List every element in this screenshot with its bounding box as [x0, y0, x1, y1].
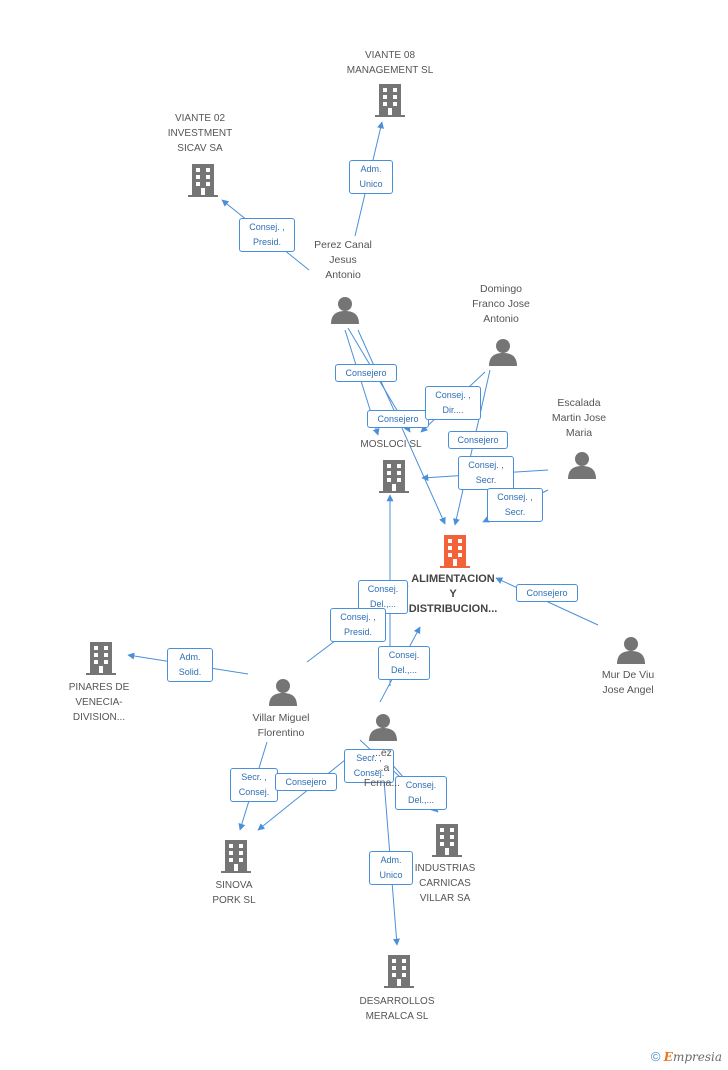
person-icon[interactable]	[331, 297, 359, 324]
person-icon[interactable]	[489, 339, 517, 366]
node-label-industrias[interactable]: INDUSTRIAS CARNICAS VILLAR SA	[414, 863, 476, 904]
node-label-escalada[interactable]: Escalada Martin Jose Maria	[551, 397, 607, 439]
edge-label[interactable]: Consej. Del.,...	[378, 646, 430, 680]
edge-label[interactable]: Consej. , Secr.	[487, 488, 543, 522]
edge-label[interactable]: Consej. Del.,...	[395, 776, 447, 810]
node-label-perez[interactable]: Perez Canal Jesus Antonio	[314, 239, 372, 281]
edge-label[interactable]: Consej. , Dir....	[425, 386, 481, 420]
edge-label[interactable]: Secr. , Consej.	[344, 749, 394, 783]
edge-label[interactable]: Consej. , Presid.	[239, 218, 295, 252]
company-icon[interactable]	[375, 84, 405, 117]
focus-company-icon[interactable]	[440, 535, 470, 568]
node-label-murdeviu[interactable]: Mur De Viu Jose Angel	[601, 669, 655, 696]
node-label-fernandez[interactable]: ...ez ...a Ferna...	[363, 747, 401, 789]
edge-label[interactable]: Consej. , Presid.	[330, 608, 386, 642]
node-label-mosloci[interactable]: MOSLOCI SL	[360, 439, 422, 450]
edge-label[interactable]: Consejero	[516, 584, 578, 602]
edge-label[interactable]: Adm. Solid.	[167, 648, 213, 682]
node-label-viante02[interactable]: VIANTE 02 INVESTMENT SICAV SA	[167, 113, 233, 154]
edge-line	[257, 759, 346, 831]
person-icon[interactable]	[617, 637, 645, 664]
person-icon[interactable]	[369, 714, 397, 741]
edge-label[interactable]: Adm. Unico	[369, 851, 413, 885]
node-label-villar[interactable]: Villar Miguel Florentino	[252, 712, 310, 739]
company-icon[interactable]	[384, 955, 414, 988]
edge-label[interactable]: Consejero	[275, 773, 337, 791]
person-icon[interactable]	[269, 679, 297, 706]
edge-label[interactable]: Secr. , Consej.	[230, 768, 278, 802]
company-icon[interactable]	[188, 164, 218, 197]
empresia-logo: Empresia	[663, 1050, 722, 1064]
node-label-viante08[interactable]: VIANTE 08 MANAGEMENT SL	[346, 50, 434, 76]
nodes-layer	[86, 84, 645, 988]
node-label-alimentacion[interactable]: ALIMENTACION Y DISTRIBUCION...	[408, 573, 498, 615]
node-label-desarrollos[interactable]: DESARROLLOS MERALCA SL	[359, 996, 435, 1022]
person-icon[interactable]	[568, 452, 596, 479]
footer-brand[interactable]: © Empresia	[651, 1049, 722, 1064]
company-icon[interactable]	[86, 642, 116, 675]
company-icon[interactable]	[221, 840, 251, 873]
edge-label[interactable]: Consejero	[335, 364, 397, 382]
node-label-domingo[interactable]: Domingo Franco Jose Antonio	[472, 283, 530, 325]
node-label-pinares[interactable]: PINARES DE VENECIA- DIVISION...	[68, 682, 130, 723]
edge-label[interactable]: Consej. , Secr.	[458, 456, 514, 490]
copyright-symbol: ©	[650, 1049, 661, 1064]
edge-label[interactable]: Consejero	[367, 410, 429, 428]
company-icon[interactable]	[432, 824, 462, 857]
edge-label[interactable]: Adm. Unico	[349, 160, 393, 194]
company-icon[interactable]	[379, 460, 409, 493]
node-label-sinova[interactable]: SINOVA PORK SL	[212, 880, 256, 906]
edge-label[interactable]: Consejero	[448, 431, 508, 449]
